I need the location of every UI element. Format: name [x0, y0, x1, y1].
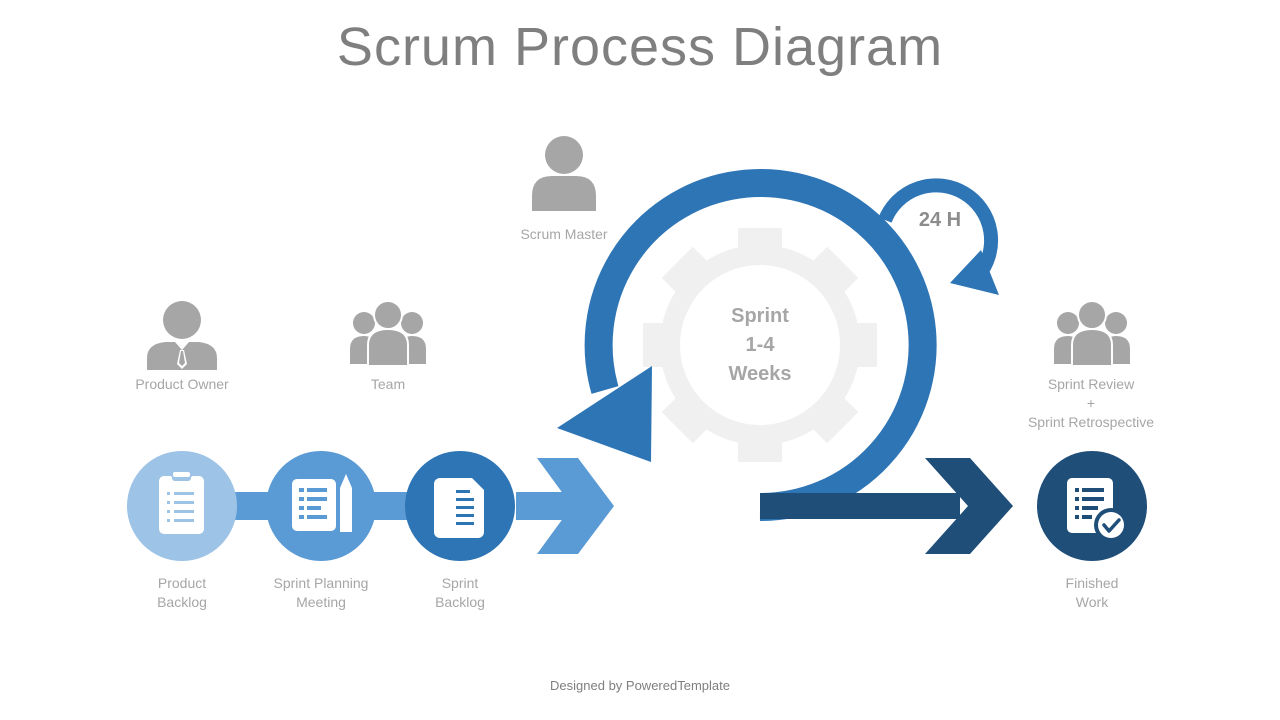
sprint-backlog-label: Sprint Backlog [435, 575, 485, 610]
group-icon [350, 300, 426, 367]
page-title: Scrum Process Diagram [336, 17, 944, 77]
daily-cycle-label: 24 H [918, 209, 962, 231]
daily-loop-arrowhead [950, 250, 999, 295]
sprint-review-label: Sprint Review + Sprint Retrospective [1027, 376, 1155, 430]
sprint-planning-label: Sprint Planning Meeting [273, 575, 369, 610]
product-owner-label: Product Owner [135, 376, 229, 392]
team-label: Team [370, 376, 406, 392]
product-backlog-label: Product Backlog [157, 575, 207, 610]
scrum-master-label: Scrum Master [520, 226, 608, 242]
finished-work-label: Finished Work [1065, 575, 1119, 610]
document-check-icon [1067, 478, 1128, 542]
sprint-loop-arrow [584, 169, 937, 522]
notes-pencil-icon [292, 474, 352, 532]
business-person-icon [147, 301, 217, 370]
sprint-duration-label: Sprint 1-4 Weeks [728, 305, 792, 385]
person-icon [532, 136, 596, 211]
daily-loop-arrow [878, 178, 999, 281]
footer-credit: Designed by PoweredTemplate [550, 678, 730, 693]
group-icon [1054, 300, 1130, 367]
clipboard-icon [159, 470, 204, 534]
input-arrow [516, 458, 614, 554]
sprint-loop-arrowhead [557, 366, 652, 462]
connector [232, 492, 272, 520]
output-arrow [760, 458, 1013, 554]
gear-icon [643, 228, 877, 462]
folder-document-icon [434, 478, 484, 538]
